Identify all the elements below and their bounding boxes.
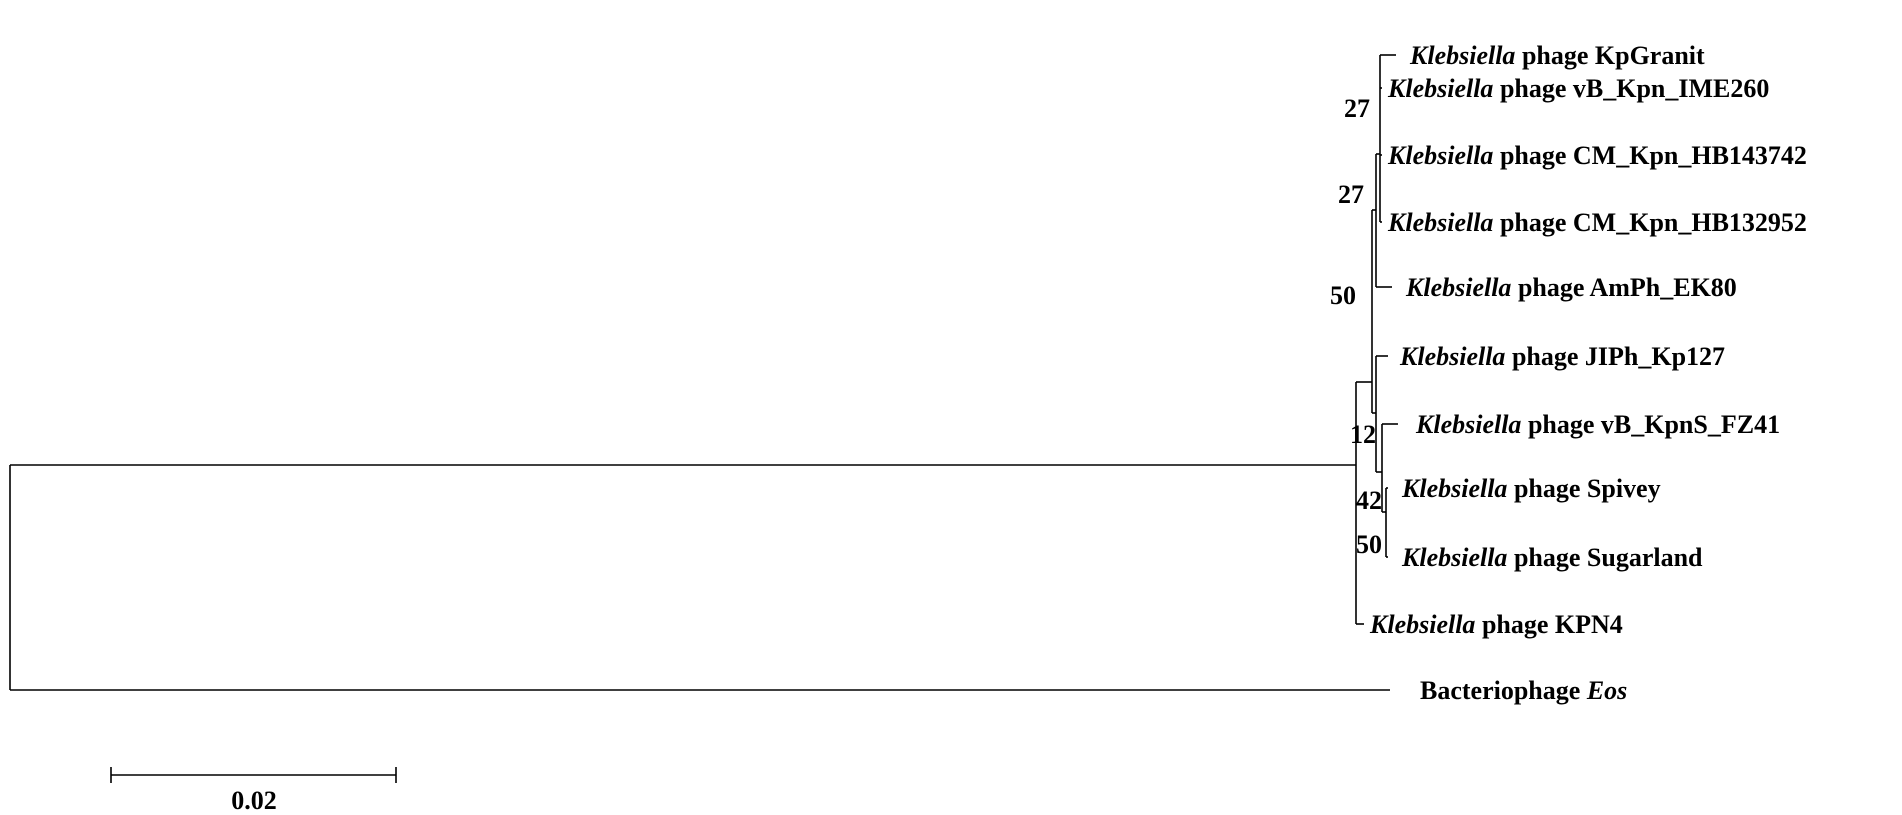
- bootstrap-value: 50: [1330, 281, 1356, 310]
- bootstrap-value: 12: [1350, 420, 1376, 449]
- leaf-label-kpn4: Klebsiella phage KPN4: [1369, 610, 1623, 639]
- leaf-label-spivey: Klebsiella phage Spivey: [1401, 474, 1661, 503]
- scale-bar: 0.02: [110, 767, 397, 815]
- leaf-labels: Klebsiella phage KpGranit Klebsiella pha…: [1369, 41, 1807, 705]
- leaf-label-fz41: Klebsiella phage vB_KpnS_FZ41: [1415, 410, 1780, 439]
- bootstrap-value: 42: [1356, 486, 1382, 515]
- leaf-label-ime260: Klebsiella phage vB_Kpn_IME260: [1387, 74, 1769, 103]
- leaf-label-ek80: Klebsiella phage AmPh_EK80: [1405, 273, 1737, 302]
- leaf-label-kp127: Klebsiella phage JIPh_Kp127: [1399, 342, 1725, 371]
- leaf-label-sugarland: Klebsiella phage Sugarland: [1401, 543, 1703, 572]
- bootstrap-value: 50: [1356, 530, 1382, 559]
- bootstrap-value: 27: [1344, 94, 1370, 123]
- leaf-label-hb132952: Klebsiella phage CM_Kpn_HB132952: [1387, 208, 1807, 237]
- leaf-label-outgroup-eos: Bacteriophage Eos: [1420, 676, 1627, 705]
- bootstrap-value: 27: [1338, 180, 1364, 209]
- leaf-label-kpgranit: Klebsiella phage KpGranit: [1409, 41, 1705, 70]
- tree-branches: [9, 54, 1398, 691]
- leaf-label-hb143742: Klebsiella phage CM_Kpn_HB143742: [1387, 141, 1807, 170]
- bootstrap-values: 27 27 50 12 42 50: [1330, 94, 1382, 559]
- scale-bar-label: 0.02: [231, 786, 277, 815]
